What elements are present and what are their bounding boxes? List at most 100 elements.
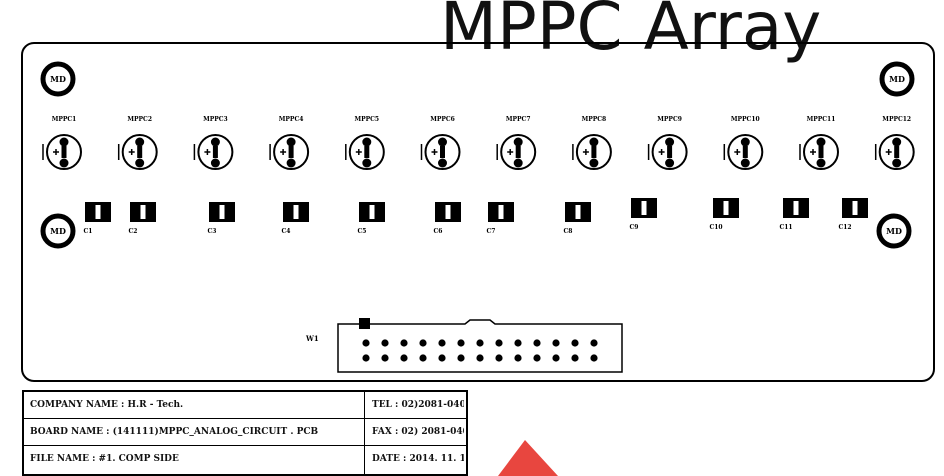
capacitor-footprint: C5 bbox=[358, 202, 385, 235]
capacitor-label: C7 bbox=[487, 228, 496, 235]
mppc-label: MPPC8 bbox=[582, 116, 607, 123]
connector-pin bbox=[571, 339, 579, 347]
capacitor-label: C4 bbox=[282, 228, 291, 235]
title-block: COMPANY NAME : H.R - Tech. TEL : 02)2081… bbox=[22, 390, 468, 476]
connector-pin bbox=[476, 354, 484, 362]
title-block-divider bbox=[364, 392, 365, 474]
connector-pin bbox=[362, 339, 370, 347]
connector-pin bbox=[533, 339, 541, 347]
board-outline bbox=[21, 42, 935, 382]
title-block-row: COMPANY NAME : H.R - Tech. TEL : 02)2081… bbox=[24, 392, 466, 419]
connector-pin bbox=[571, 354, 579, 362]
mounting-hole: MD bbox=[40, 213, 76, 249]
mppc-sensor: MPPC12 bbox=[874, 116, 915, 170]
connector-pin bbox=[514, 354, 522, 362]
capacitor-footprint: C7 bbox=[487, 202, 514, 235]
mppc-label: MPPC4 bbox=[279, 116, 304, 123]
title-block-row: FILE NAME : #1. COMP SIDE DATE : 2014. 1… bbox=[24, 446, 466, 472]
capacitor-label: C10 bbox=[709, 224, 722, 231]
capacitor-footprint: C8 bbox=[564, 202, 591, 235]
connector-pin bbox=[400, 339, 408, 347]
capacitor-footprint: C10 bbox=[709, 198, 739, 231]
mppc-label: MPPC2 bbox=[127, 116, 152, 123]
connector-pin bbox=[457, 354, 465, 362]
connector-pin bbox=[419, 339, 427, 347]
connector-pin bbox=[495, 354, 503, 362]
mppc-label: MPPC5 bbox=[354, 116, 379, 123]
mppc-label: MPPC11 bbox=[807, 116, 836, 123]
mounting-hole-label: MD bbox=[889, 74, 905, 84]
connector-pin bbox=[457, 339, 465, 347]
mounting-hole: MD bbox=[879, 61, 915, 97]
mounting-hole-label: MD bbox=[886, 226, 902, 236]
connector-pin bbox=[552, 354, 560, 362]
connector-pin bbox=[362, 354, 370, 362]
capacitor-footprint: C9 bbox=[630, 198, 657, 231]
mppc-sensor: MPPC2 bbox=[117, 116, 158, 170]
company-name: COMPANY NAME : H.R - Tech. bbox=[30, 400, 184, 410]
mppc-label: MPPC7 bbox=[506, 116, 531, 123]
connector-pin bbox=[438, 339, 446, 347]
board-name: BOARD NAME : (141111)MPPC_ANALOG_CIRCUIT… bbox=[30, 427, 319, 437]
mounting-hole-label: MD bbox=[50, 226, 66, 236]
mppc-sensor: MPPC10 bbox=[723, 116, 764, 170]
capacitor-footprint: C4 bbox=[282, 202, 309, 235]
mppc-label: MPPC1 bbox=[52, 116, 77, 123]
capacitor-label: C1 bbox=[84, 228, 93, 235]
pin-1-marker bbox=[359, 318, 370, 329]
mppc-sensor: MPPC11 bbox=[799, 116, 839, 170]
mppc-label: MPPC6 bbox=[430, 116, 455, 123]
connector-pin bbox=[590, 339, 598, 347]
capacitor-label: C3 bbox=[208, 228, 217, 235]
capacitor-footprint: C3 bbox=[208, 202, 235, 235]
capacitor-footprint: C2 bbox=[129, 202, 156, 235]
fax-number: FAX : 02) 2081-0404 bbox=[372, 427, 464, 437]
mppc-sensor: MPPC4 bbox=[269, 116, 310, 170]
mppc-sensor: MPPC1 bbox=[42, 116, 82, 170]
connector-pin bbox=[381, 354, 389, 362]
mppc-label: MPPC9 bbox=[657, 116, 682, 123]
connector-pin bbox=[552, 339, 560, 347]
mppc-sensor: MPPC6 bbox=[420, 116, 461, 170]
capacitor-label: C5 bbox=[358, 228, 367, 235]
connector-pin bbox=[381, 339, 389, 347]
mppc-label: MPPC10 bbox=[731, 116, 760, 123]
capacitor-footprint: C1 bbox=[84, 202, 111, 235]
connector-label: W1 bbox=[305, 334, 319, 343]
date: DATE : 2014. 11. 11 bbox=[372, 454, 464, 464]
capacitor-label: C11 bbox=[779, 224, 792, 231]
capacitor-label: C8 bbox=[564, 228, 573, 235]
mounting-hole-label: MD bbox=[50, 74, 66, 84]
connector-pin bbox=[400, 354, 408, 362]
capacitor-label: C6 bbox=[434, 228, 443, 235]
mounting-hole: MD bbox=[876, 213, 912, 249]
connector-pin bbox=[438, 354, 446, 362]
mounting-hole: MD bbox=[40, 61, 76, 97]
capacitor-label: C2 bbox=[129, 228, 138, 235]
mppc-label: MPPC3 bbox=[203, 116, 228, 123]
connector-pin bbox=[590, 354, 598, 362]
connector-pin bbox=[419, 354, 427, 362]
file-name: FILE NAME : #1. COMP SIDE bbox=[30, 454, 179, 464]
connector-pin bbox=[476, 339, 484, 347]
title-block-row: BOARD NAME : (141111)MPPC_ANALOG_CIRCUIT… bbox=[24, 419, 466, 446]
mppc-label: MPPC12 bbox=[882, 116, 911, 123]
mppc-sensor: MPPC5 bbox=[345, 116, 385, 170]
connector-body bbox=[337, 319, 623, 373]
connector-pin bbox=[495, 339, 503, 347]
capacitor-footprint: C11 bbox=[779, 198, 809, 231]
connector-pin bbox=[514, 339, 522, 347]
connector-pin bbox=[533, 354, 541, 362]
mppc-sensor: MPPC3 bbox=[193, 116, 234, 170]
capacitor-footprint: C12 bbox=[838, 198, 868, 231]
red-marker-shape bbox=[498, 440, 558, 476]
page-title: MPPC Array bbox=[440, 0, 822, 65]
tel-number: TEL : 02)2081-0404 bbox=[372, 400, 464, 410]
capacitor-footprint: C6 bbox=[434, 202, 461, 235]
capacitor-label: C9 bbox=[630, 224, 639, 231]
mppc-sensor: MPPC8 bbox=[572, 116, 612, 170]
capacitor-label: C12 bbox=[838, 224, 851, 231]
mppc-sensor: MPPC9 bbox=[647, 116, 688, 170]
mppc-sensor: MPPC7 bbox=[496, 116, 537, 170]
